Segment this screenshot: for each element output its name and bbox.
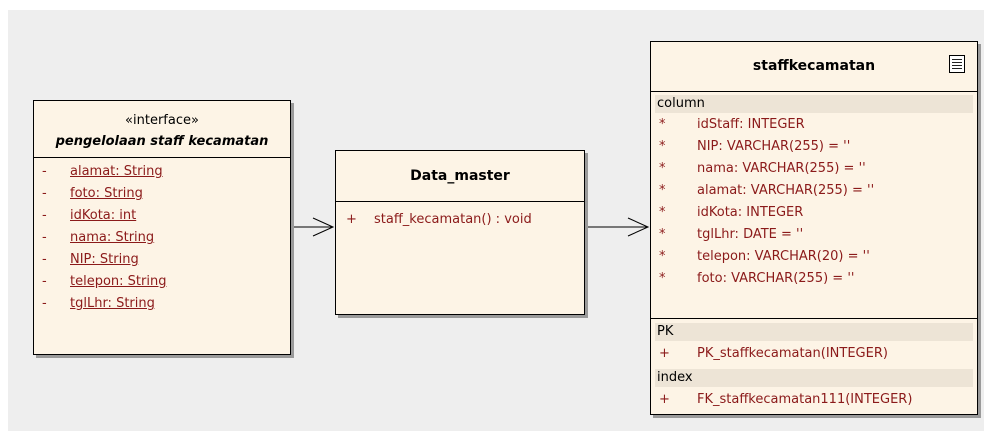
interface-box[interactable]: «interface» pengelolaan staff kecamatan …	[33, 100, 291, 355]
section-divider	[651, 318, 977, 319]
visibility-marker: -	[42, 252, 47, 267]
visibility-marker: +	[346, 212, 357, 227]
visibility-marker: -	[42, 208, 47, 223]
table-icon	[949, 55, 965, 73]
column-label: nama: VARCHAR(255) = ''	[697, 161, 866, 176]
required-marker: *	[659, 117, 666, 132]
class-name: Data_master	[336, 151, 584, 202]
required-marker: *	[659, 227, 666, 242]
class-box[interactable]: Data_master + staff_kecamatan() : void	[335, 150, 585, 315]
index-label: FK_staffkecamatan111(INTEGER)	[697, 392, 913, 407]
attribute-label: alamat: String	[70, 164, 163, 179]
column-label: idStaff: INTEGER	[697, 117, 805, 132]
column-label: tglLhr: DATE = ''	[697, 227, 804, 242]
interface-name: pengelolaan staff kecamatan	[55, 134, 269, 149]
required-marker: *	[659, 205, 666, 220]
attribute-label: nama: String	[70, 230, 155, 245]
column-section-label: column	[655, 95, 973, 113]
visibility-marker: +	[659, 346, 670, 361]
required-marker: *	[659, 139, 666, 154]
dependency-arrow-1	[291, 217, 335, 237]
attribute-label: foto: String	[70, 186, 143, 201]
table-name: staffkecamatan	[752, 58, 876, 74]
dependency-arrow-2	[588, 217, 650, 237]
table-header: staffkecamatan	[651, 42, 977, 92]
column-label: foto: VARCHAR(255) = ''	[697, 271, 855, 286]
visibility-marker: -	[42, 296, 47, 311]
required-marker: *	[659, 161, 666, 176]
pk-label: PK_staffkecamatan(INTEGER)	[697, 346, 888, 361]
attribute-label: telepon: String	[70, 274, 167, 289]
required-marker: *	[659, 271, 666, 286]
attribute-label: idKota: int	[70, 208, 137, 223]
visibility-marker: +	[659, 392, 670, 407]
visibility-marker: -	[42, 164, 47, 179]
column-label: alamat: VARCHAR(255) = ''	[697, 183, 875, 198]
required-marker: *	[659, 183, 666, 198]
interface-header: «interface» pengelolaan staff kecamatan	[34, 101, 290, 158]
attribute-label: NIP: String	[70, 252, 139, 267]
pk-section-label: PK	[655, 323, 973, 341]
attribute-label: tglLhr: String	[70, 296, 155, 311]
operation-label[interactable]: staff_kecamatan() : void	[374, 212, 532, 227]
column-label: idKota: INTEGER	[697, 205, 804, 220]
index-section-label: index	[655, 369, 973, 387]
table-box[interactable]: staffkecamatan column * idStaff: INTEGER…	[650, 41, 978, 415]
visibility-marker: -	[42, 186, 47, 201]
column-label: NIP: VARCHAR(255) = ''	[697, 139, 851, 154]
visibility-marker: -	[42, 230, 47, 245]
visibility-marker: -	[42, 274, 47, 289]
column-label: telepon: VARCHAR(20) = ''	[697, 249, 870, 264]
required-marker: *	[659, 249, 666, 264]
stereotype-label: «interface»	[125, 113, 199, 128]
